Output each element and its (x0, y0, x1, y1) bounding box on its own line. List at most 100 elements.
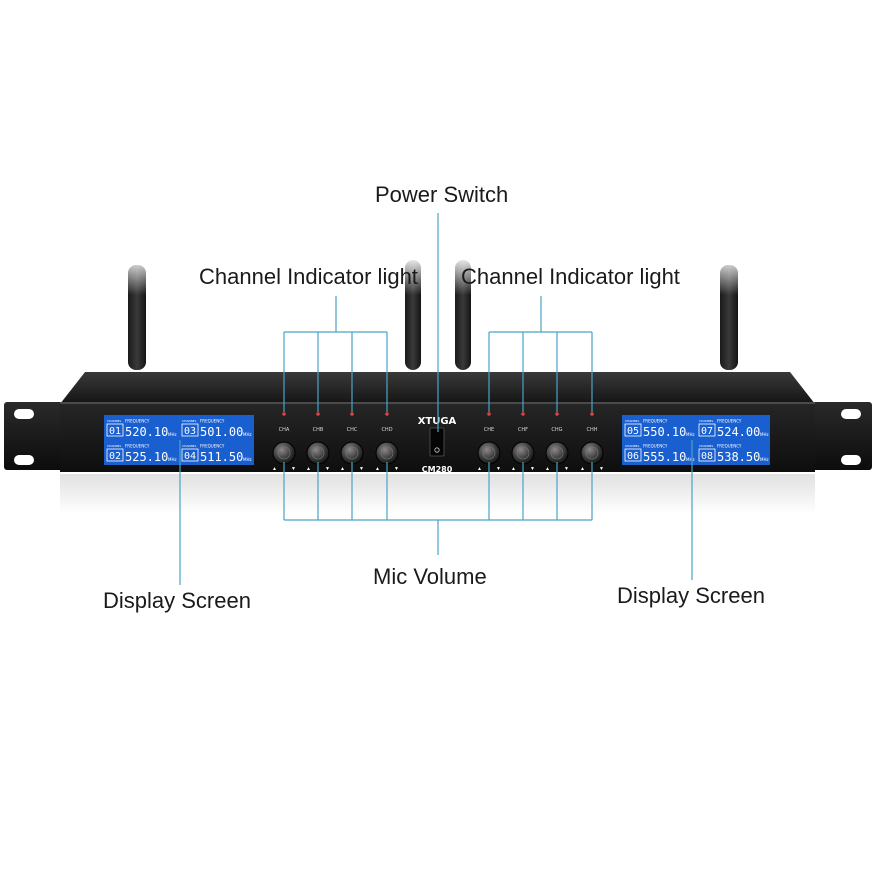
channel-label: CHF (518, 427, 528, 433)
lcd-frequency-label: FREQUENCY (717, 444, 742, 449)
lcd-channel-tag: CHANNEL (625, 444, 640, 448)
mic-volume-knob[interactable] (272, 441, 296, 465)
lcd-channel-tag: CHANNEL (699, 444, 714, 448)
mic-volume-knob[interactable] (306, 441, 330, 465)
lcd-frequency-label: FREQUENCY (643, 444, 668, 449)
channel-indicator-light (385, 412, 389, 416)
lcd-channel-number: 06 (627, 451, 639, 462)
volume-up-arrow-icon: ▲ (375, 466, 380, 472)
label-indicator-right: Channel Indicator light (461, 264, 680, 289)
volume-down-arrow-icon: ▼ (359, 466, 364, 472)
volume-down-arrow-icon: ▼ (564, 466, 569, 472)
lcd-frequency-value: 538.50 (717, 450, 760, 464)
rack-ear-right (812, 402, 872, 470)
lcd-channel-tag: CHANNEL (625, 419, 640, 423)
lcd-channel-number: 02 (109, 451, 121, 462)
mic-volume-knob[interactable] (375, 441, 399, 465)
lcd-frequency-label: FREQUENCY (717, 419, 742, 424)
label-power-switch: Power Switch (375, 182, 509, 207)
lcd-frequency-value: 525.10 (125, 450, 168, 464)
lcd-frequency-value: 550.10 (643, 425, 686, 439)
volume-down-arrow-icon: ▼ (496, 466, 501, 472)
volume-up-arrow-icon: ▲ (580, 466, 585, 472)
lcd-unit: MHz (168, 432, 177, 437)
mic-volume-knob[interactable] (477, 441, 501, 465)
lcd-unit: MHz (243, 432, 252, 437)
channel-label: CHB (313, 427, 324, 433)
channel-indicator-light (590, 412, 594, 416)
lcd-channel-tag: CHANNEL (699, 419, 714, 423)
lcd-unit: MHz (760, 432, 769, 437)
lcd-frequency-value: 511.50 (200, 450, 243, 464)
label-indicator-left: Channel Indicator light (199, 264, 418, 289)
center-panel: XTUGA CM280 (418, 416, 457, 474)
antenna-group (120, 255, 760, 370)
channel-label: CHH (586, 427, 597, 433)
volume-up-arrow-icon: ▲ (340, 466, 345, 472)
volume-down-arrow-icon: ▼ (325, 466, 330, 472)
channel-chd: CHD▲▼ (375, 412, 399, 472)
volume-up-arrow-icon: ▲ (306, 466, 311, 472)
lcd-frequency-label: FREQUENCY (125, 444, 150, 449)
power-icon (434, 447, 440, 453)
volume-up-arrow-icon: ▲ (511, 466, 516, 472)
lcd-frequency-label: FREQUENCY (200, 444, 225, 449)
label-display-left: Display Screen (103, 588, 251, 613)
lcd-frequency-value: 501.00 (200, 425, 243, 439)
volume-up-arrow-icon: ▲ (272, 466, 277, 472)
channel-label: CHC (347, 427, 358, 433)
channel-label: CHG (551, 427, 562, 433)
channel-indicator-light (350, 412, 354, 416)
lcd-channel-number: 03 (184, 426, 196, 437)
lcd-frequency-value: 524.00 (717, 425, 760, 439)
channel-strip-left: CHA▲▼CHB▲▼CHC▲▼CHD▲▼ (272, 412, 399, 472)
lcd-channel-number: 05 (627, 426, 639, 437)
power-switch[interactable] (429, 427, 445, 457)
mic-volume-knob[interactable] (340, 441, 364, 465)
volume-up-arrow-icon: ▲ (545, 466, 550, 472)
channel-label: CHD (381, 427, 392, 433)
lcd-frequency-label: FREQUENCY (125, 419, 150, 424)
model-label: CM280 (422, 465, 453, 474)
channel-chc: CHC ▲ ▼ (340, 412, 364, 472)
lcd-channel-tag: CHANNEL (107, 444, 122, 448)
volume-down-arrow-icon: ▼ (530, 466, 535, 472)
volume-up-arrow-icon: ▲ (477, 466, 482, 472)
channel-indicator-light (316, 412, 320, 416)
channel-strip-right: CHE ▲ ▼ CHF ▲ ▼ CHG ▲ ▼ CHH ▲ ▼ (477, 412, 604, 472)
mic-volume-knob[interactable] (511, 441, 535, 465)
mic-volume-knob[interactable] (580, 441, 604, 465)
channel-label: CHE (484, 427, 494, 433)
label-display-right: Display Screen (617, 583, 765, 608)
lcd-frequency-value: 520.10 (125, 425, 168, 439)
lcd-unit: MHz (243, 457, 252, 462)
lcd-unit: MHz (760, 457, 769, 462)
lcd-channel-number: 07 (701, 426, 713, 437)
mic-volume-knob[interactable] (545, 441, 569, 465)
lcd-unit: MHz (686, 457, 695, 462)
channel-indicator-light (555, 412, 559, 416)
channel-indicator-light (521, 412, 525, 416)
channel-chf: CHF ▲ ▼ (511, 412, 535, 472)
lcd-frequency-label: FREQUENCY (643, 419, 668, 424)
lcd-unit: MHz (168, 457, 177, 462)
lcd-channel-number: 04 (184, 451, 196, 462)
callout-lines (179, 213, 693, 585)
rack-ear-left (4, 402, 64, 470)
volume-down-arrow-icon: ▼ (599, 466, 604, 472)
lcd-channel-number: 08 (701, 451, 713, 462)
lcd-frequency-value: 555.10 (643, 450, 686, 464)
lcd-channel-tag: CHANNEL (182, 444, 197, 448)
